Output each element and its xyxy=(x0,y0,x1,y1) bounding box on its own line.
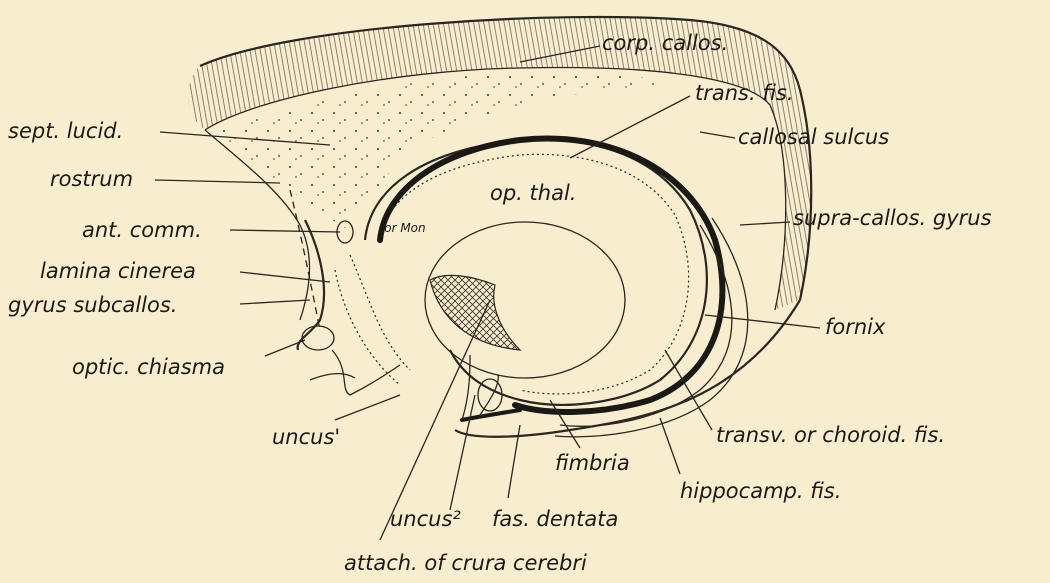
label-op-thal: op. thal. xyxy=(490,181,576,205)
optic-chiasma-shape xyxy=(302,326,334,350)
uncus-shape xyxy=(478,379,502,411)
label-trans-fis: trans. fis. xyxy=(695,81,794,105)
label-sept-lucid: sept. lucid. xyxy=(8,119,123,143)
label-transv-choroid-fis: transv. or choroid. fis. xyxy=(716,423,945,447)
label-callosal-sulcus: callosal sulcus xyxy=(738,125,889,149)
label-uncus2: uncus² xyxy=(390,507,461,531)
label-supra-callos-gyrus: supra-callos. gyrus xyxy=(793,206,992,230)
label-gyrus-subcallos: gyrus subcallos. xyxy=(8,293,177,317)
label-lamina-cinerea: lamina cinerea xyxy=(40,259,196,283)
label-fimbria: fimbria xyxy=(555,451,630,475)
label-corp-callos: corp. callos. xyxy=(602,31,728,55)
label-hippocamp-fis: hippocamp. fis. xyxy=(680,479,841,503)
label-for-mon: for Mon xyxy=(380,221,426,235)
label-attach-crura: attach. of crura cerebri xyxy=(344,551,587,575)
lamina-cinerea-region xyxy=(298,220,400,395)
labels: corp. callos. trans. fis. sept. lucid. c… xyxy=(8,31,992,575)
label-ant-comm: ant. comm. xyxy=(82,218,202,242)
label-rostrum: rostrum xyxy=(50,167,133,191)
label-fas-dentata: fas. dentata xyxy=(492,507,618,531)
label-uncus-prime: uncus' xyxy=(272,425,340,449)
label-fornix: fornix xyxy=(825,315,886,339)
label-optic-chiasma: optic. chiasma xyxy=(72,355,225,379)
